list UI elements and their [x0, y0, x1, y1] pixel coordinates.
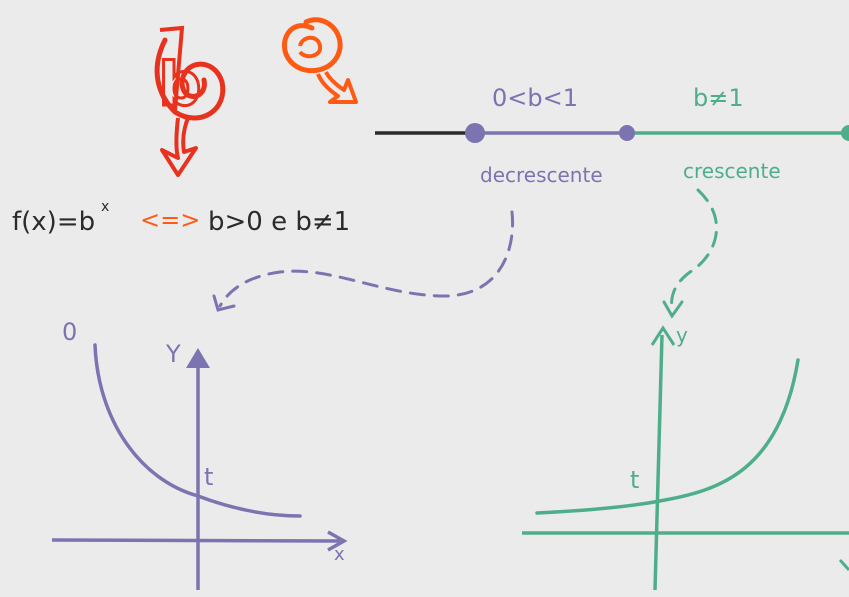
arrowhead-decreasing-icon: [212, 294, 236, 312]
left-y-axis-arrow-icon: [186, 348, 210, 368]
function-exponent: x: [101, 199, 109, 215]
left-x-axis: [51, 538, 341, 543]
svg-text:b: b: [159, 50, 202, 120]
left-intercept-label: t: [204, 463, 213, 491]
doodle-b-icon: b: [154, 25, 226, 177]
number-line: [375, 123, 849, 143]
decreasing-graph: [51, 343, 348, 590]
interval-1-word: decrescente: [480, 163, 603, 187]
left-y-axis-label: Y: [165, 340, 181, 368]
point-one-marker: [619, 125, 635, 141]
point-zero-marker: [465, 123, 485, 143]
dashed-arrow-increasing: [670, 188, 718, 314]
iff-symbol: <=>: [140, 206, 200, 234]
decreasing-curve: [93, 343, 302, 518]
arrowhead-increasing-icon: [662, 300, 684, 319]
interval-2-word: crescente: [683, 159, 781, 183]
doodle-q-icon: [281, 17, 358, 104]
right-y-axis-label: y: [676, 323, 688, 347]
right-intercept-label: t: [630, 466, 639, 494]
increasing-curve: [535, 358, 800, 515]
point-end-marker: [841, 125, 849, 141]
increasing-graph: [522, 325, 849, 591]
definition-formula: f(x)=b x <=> b>0 e b≠1: [12, 199, 350, 237]
right-y-axis-arrow-icon: [650, 325, 676, 346]
interval-1-label: 0<b<1: [492, 84, 578, 112]
interval-2-label: b≠1: [693, 84, 744, 112]
right-x-axis-tick-icon: [838, 558, 849, 572]
function-lhs: f(x)=b: [12, 207, 95, 237]
dashed-arrow-decreasing: [218, 210, 515, 308]
left-x-axis-label: x: [334, 544, 345, 565]
left-corner-label: 0: [62, 318, 77, 346]
left-x-axis-arrow-icon: [327, 530, 348, 552]
base-condition: b>0 e b≠1: [208, 207, 350, 237]
right-y-axis: [653, 334, 664, 591]
